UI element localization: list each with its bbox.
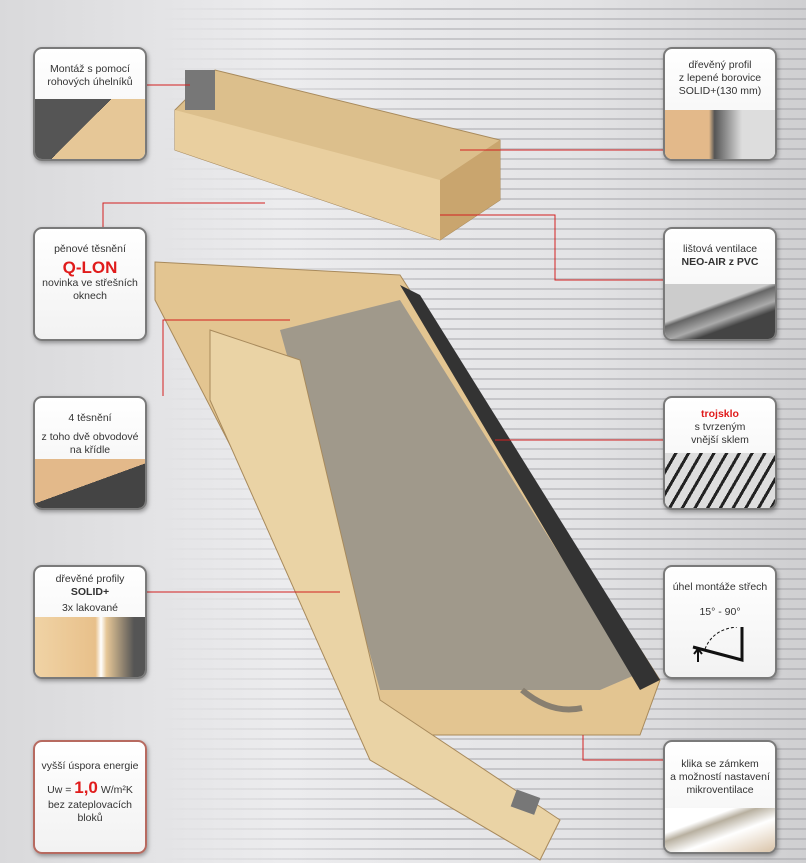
callout-text: z toho dvě obvodové — [41, 431, 139, 443]
callout-text: z lepené borovice — [678, 72, 762, 84]
pine-photo — [665, 109, 775, 159]
callout-text: rohových úhelníků — [47, 76, 133, 88]
hinge — [510, 789, 541, 815]
seal-photo — [35, 458, 145, 508]
uw-label: Uw = — [47, 784, 72, 796]
callout-text: s tvrzeným — [694, 421, 746, 433]
qlon-label: Q-LON — [62, 258, 118, 277]
glazing-photo — [665, 453, 775, 508]
glass-pane — [280, 300, 635, 690]
ventilation-photo — [665, 284, 775, 339]
callout-text: dřevěné profily — [55, 573, 125, 585]
callout-text: novinka ve střešních — [42, 277, 138, 289]
callout-roof-angle: úhel montáže střech 15° - 90° — [663, 565, 777, 679]
callout-qlon-seal: pěnové těsnění Q-LON novinka ve střešníc… — [33, 227, 147, 341]
callout-text: 3x lakované — [61, 602, 119, 614]
uw-unit: W/m²K — [100, 784, 133, 796]
callout-text: NEO-AIR z PVC — [681, 256, 759, 268]
callout-energy-saving: vyšší úspora energie Uw = 1,0 W/m²K bez … — [33, 740, 147, 854]
callout-text: SOLID+ — [70, 586, 110, 598]
callout-text: dřevěný profil — [688, 59, 752, 71]
callout-text: klika se zámkem — [681, 758, 759, 770]
callout-text: 4 těsnění — [68, 412, 112, 424]
glass-edge — [400, 285, 660, 690]
callout-text: mikroventilace — [686, 784, 754, 796]
callout-text: lištová ventilace — [682, 243, 758, 255]
triple-glazing-label: trojsklo — [701, 408, 739, 420]
corner-bracket — [185, 70, 215, 110]
profile-photo — [35, 616, 145, 677]
callout-text: bez zateplovacích — [47, 799, 133, 811]
callout-text: bloků — [77, 812, 103, 824]
callout-text: úhel montáže střech — [672, 581, 768, 593]
connector-lines — [102, 84, 663, 761]
callout-text: a možností nastavení — [670, 771, 770, 783]
angle-icon — [692, 627, 744, 662]
callout-text: pěnové těsnění — [54, 243, 126, 255]
callout-text: SOLID+(130 mm) — [678, 85, 762, 97]
callout-text: Montáž s pomocí — [50, 63, 130, 75]
bracket-photo — [35, 98, 145, 159]
handle — [520, 687, 583, 713]
handle-photo — [665, 808, 775, 852]
callout-text: vyšší úspora energie — [41, 760, 139, 772]
angle-range: 15° - 90° — [699, 606, 741, 618]
callout-text: vnější sklem — [691, 434, 749, 446]
uw-value: 1,0 — [74, 778, 98, 797]
frame-bottom — [209, 329, 561, 861]
callout-text: oknech — [73, 290, 107, 302]
callout-text: na křídle — [69, 444, 111, 456]
